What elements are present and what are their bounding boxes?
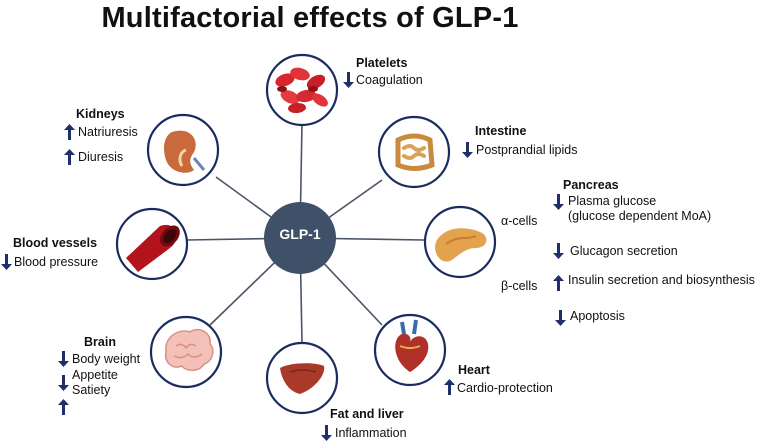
arrow-down-icon xyxy=(343,72,354,88)
pancreas-icon xyxy=(435,228,487,262)
fat-liver-effect-1: Inflammation xyxy=(335,426,407,440)
arrow-up-icon xyxy=(64,149,75,165)
brain-title: Brain xyxy=(84,335,116,349)
arrow-up-icon xyxy=(444,379,455,395)
liver-icon xyxy=(280,363,325,394)
arrow-down-icon xyxy=(58,351,69,367)
pancreas-effect-2: (glucose dependent MoA) xyxy=(568,209,712,223)
arrow-down-icon xyxy=(462,142,473,158)
blood-vessel-icon xyxy=(126,224,180,272)
arrow-down-icon xyxy=(555,310,566,326)
arrow-down-icon xyxy=(321,425,332,441)
brain-icon xyxy=(164,328,214,371)
heart-icon xyxy=(395,319,429,372)
heart-effect-1: Cardio-protection xyxy=(457,381,553,395)
kidneys-effect-1: Natriuresis xyxy=(78,125,138,139)
platelets-effect-1: Coagulation xyxy=(356,73,423,87)
kidneys-title: Kidneys xyxy=(76,107,125,121)
arrow-up-icon xyxy=(64,124,75,140)
platelets-icon xyxy=(275,67,328,114)
brain-effect-3: Satiety xyxy=(72,383,111,397)
arrow-down-icon xyxy=(553,243,564,259)
heart-title: Heart xyxy=(458,363,490,377)
kidney-icon xyxy=(164,130,206,173)
arrow-down-icon xyxy=(58,375,69,391)
brain-effect-2: Appetite xyxy=(72,368,118,382)
intestine-icon xyxy=(395,133,435,171)
blood-vessels-effect-1: Blood pressure xyxy=(14,255,99,269)
pancreas-title: Pancreas xyxy=(563,178,619,192)
pancreas-effect-1: Plasma glucose xyxy=(568,194,657,208)
brain-effect-1: Body weight xyxy=(72,352,141,366)
intestine-effect-1: Postprandial lipids xyxy=(476,143,578,157)
intestine-title: Intestine xyxy=(475,124,527,138)
kidneys-effect-2: Diuresis xyxy=(78,150,124,164)
arrow-down-icon xyxy=(553,194,564,210)
fat-liver-title: Fat and liver xyxy=(330,407,404,421)
glp1-hub-label: GLP-1 xyxy=(279,226,321,242)
page-title: Multifactorial effects of GLP-1 xyxy=(101,2,519,34)
intestine-circle xyxy=(377,115,451,189)
platelets-circle xyxy=(265,53,339,127)
pancreas-effect-5: Apoptosis xyxy=(570,309,625,323)
pancreas-beta-label: β-cells xyxy=(501,279,538,293)
pancreas-alpha-label: α-cells xyxy=(501,214,538,228)
blood-vessels-title: Blood vessels xyxy=(13,236,98,250)
platelets-title: Platelets xyxy=(356,56,408,70)
glp1-hub xyxy=(264,202,336,274)
arrow-up-icon xyxy=(553,275,564,291)
pancreas-effect-4: Insulin secretion and biosynthesis xyxy=(568,273,755,287)
arrow-down-icon xyxy=(1,254,12,270)
arrow-up-icon xyxy=(58,399,69,415)
pancreas-effect-3: Glucagon secretion xyxy=(570,244,678,258)
